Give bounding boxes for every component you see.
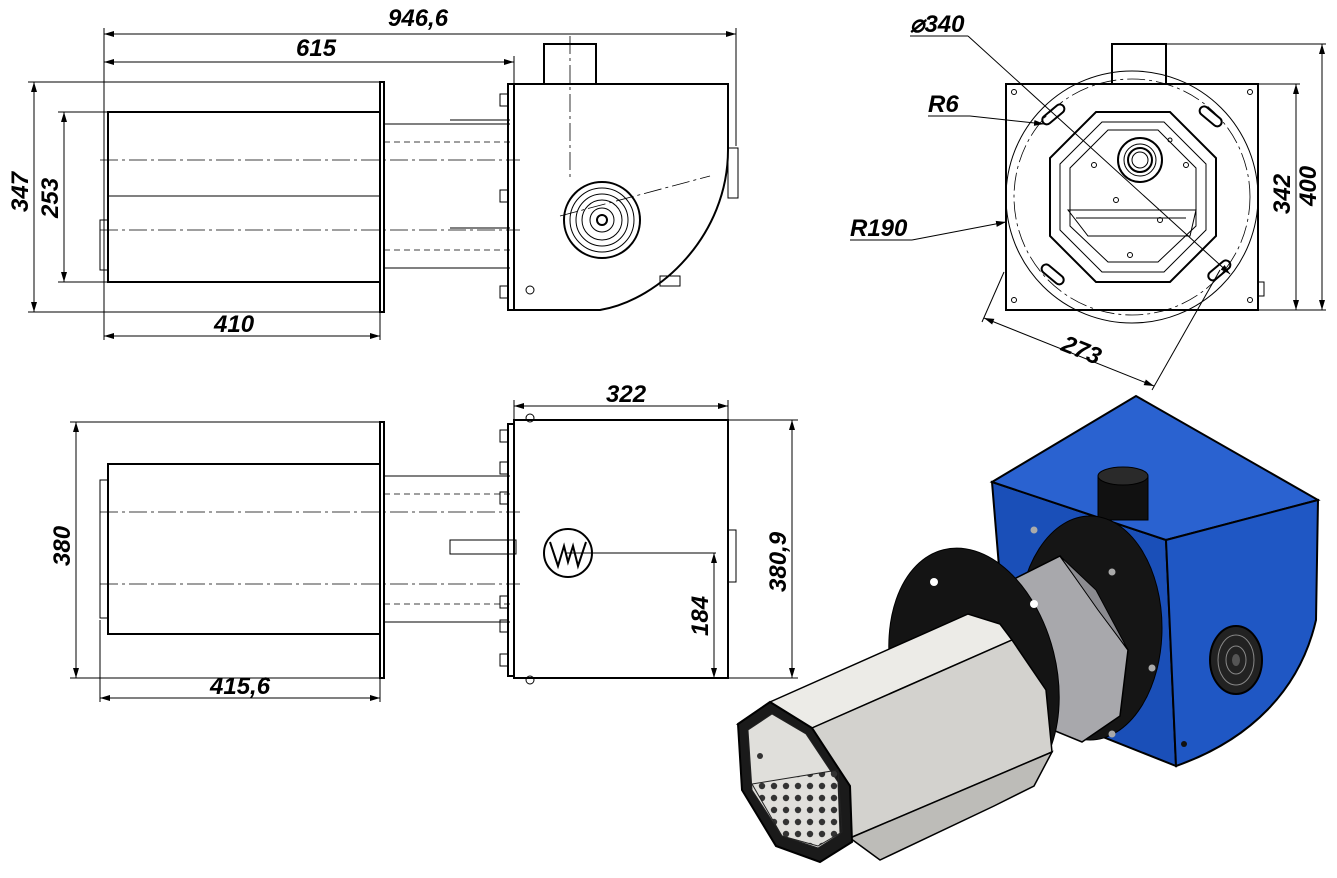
top-view-flange bbox=[379, 421, 385, 679]
side-view-bolts bbox=[499, 93, 509, 299]
top-view-tube bbox=[107, 463, 381, 635]
top-view-housing bbox=[513, 419, 729, 679]
side-view-dimensions: 946,6 615 410 347 253 bbox=[7, 5, 737, 340]
dim-slot-radius: R6 bbox=[928, 91, 959, 118]
side-view-tube bbox=[107, 111, 381, 283]
dim-tube-length-top: 410 bbox=[213, 311, 255, 338]
front-view bbox=[1005, 43, 1265, 324]
dim-front-height-overall: 400 bbox=[1295, 165, 1322, 207]
dim-housing-height: 380,9 bbox=[765, 531, 792, 592]
isometric-fan-icon bbox=[1209, 625, 1263, 695]
front-view-center-pipe bbox=[1117, 137, 1163, 183]
fan-grille-icon bbox=[563, 181, 641, 259]
dim-outer-diameter: ⌀340 bbox=[910, 11, 965, 38]
dim-fan-height: 184 bbox=[687, 596, 714, 636]
dim-tube-length-bottom: 415,6 bbox=[209, 673, 271, 700]
dim-flange-height: 347 bbox=[7, 170, 34, 212]
front-view-outer-circle bbox=[1005, 70, 1259, 324]
dim-overall-length: 946,6 bbox=[388, 5, 449, 32]
dim-tube-height-side: 253 bbox=[37, 177, 64, 219]
top-view bbox=[99, 413, 737, 685]
dim-housing-width-top: 322 bbox=[606, 381, 647, 408]
front-view-dimensions: ⌀340 R6 R190 342 400 273 bbox=[850, 11, 1326, 391]
dim-front-height: 342 bbox=[1269, 173, 1296, 214]
side-view-housing bbox=[513, 83, 729, 311]
dim-bolt-spacing: 273 bbox=[1057, 330, 1106, 371]
dim-bolt-circle-radius: R190 bbox=[850, 215, 908, 242]
top-view-bolts bbox=[499, 429, 509, 667]
dim-tube-to-flange: 615 bbox=[296, 35, 337, 62]
side-view bbox=[99, 36, 739, 313]
front-view-octagon-outer bbox=[1049, 111, 1217, 283]
brand-logo-icon bbox=[543, 528, 593, 578]
isometric-view bbox=[735, 394, 1321, 864]
top-view-dimensions: 322 380 415,6 184 380,9 bbox=[49, 381, 798, 702]
dim-flange-width-top: 380 bbox=[49, 525, 76, 566]
side-view-flange bbox=[379, 81, 385, 313]
